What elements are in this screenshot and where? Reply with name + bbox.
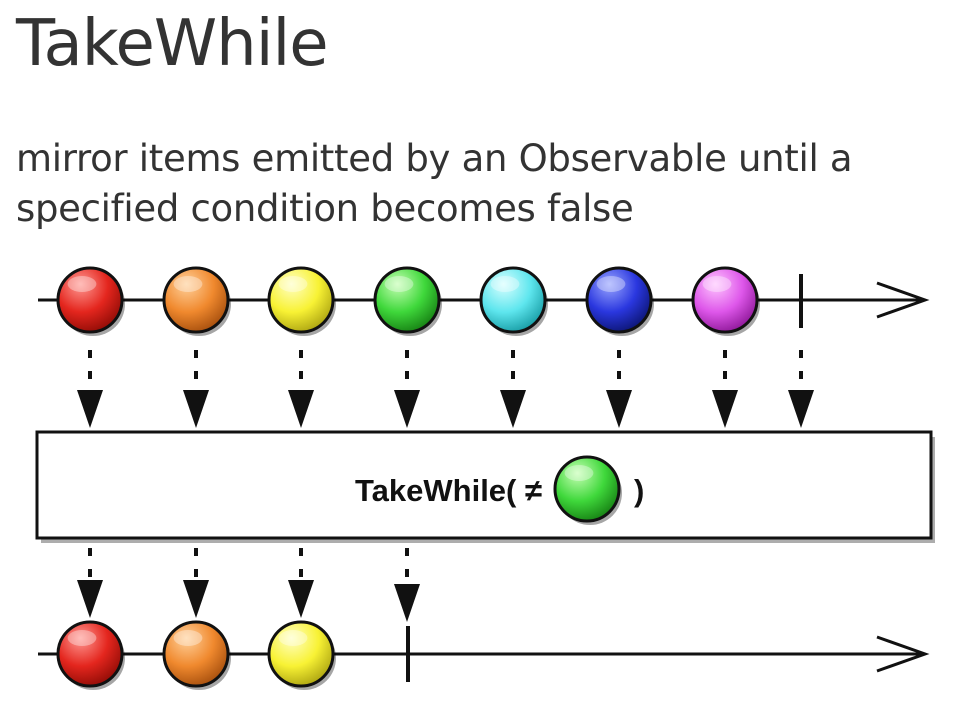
page-title: TakeWhile (16, 7, 329, 81)
input-marbles (56, 266, 760, 336)
input-arrow-6 (606, 350, 632, 428)
input-arrow-1 (77, 350, 103, 428)
output-marble-yellow (267, 620, 336, 690)
output-marbles (56, 620, 336, 690)
page-subtitle: mirror items emitted by an Observable un… (16, 137, 853, 230)
input-marble-yellow (267, 266, 336, 336)
output-marble-red (56, 620, 125, 690)
input-arrows (77, 350, 814, 428)
output-completion-arrow (394, 548, 420, 622)
predicate-marble-green (553, 455, 622, 525)
input-arrow-4 (394, 350, 420, 428)
input-marble-orange (162, 266, 231, 336)
input-marble-magenta (691, 266, 760, 336)
operator-label-close: ) (634, 473, 644, 508)
input-arrow-3 (288, 350, 314, 428)
output-marble-orange (162, 620, 231, 690)
input-marble-green (373, 266, 442, 336)
output-arrow-1 (77, 548, 103, 618)
operator-label: TakeWhile( ≠ (355, 473, 542, 508)
operator-box: TakeWhile( ≠ ) (35, 430, 935, 543)
input-completion-arrow (788, 350, 814, 428)
input-arrow-2 (183, 350, 209, 428)
input-arrow-7 (712, 350, 738, 428)
output-arrow-2 (183, 548, 209, 618)
input-arrow-5 (500, 350, 526, 428)
output-arrows (77, 548, 420, 622)
output-arrow-3 (288, 548, 314, 618)
predicate-marble (553, 455, 622, 525)
input-marble-cyan (479, 266, 548, 336)
input-marble-blue (585, 266, 654, 336)
input-marble-red (56, 266, 125, 336)
